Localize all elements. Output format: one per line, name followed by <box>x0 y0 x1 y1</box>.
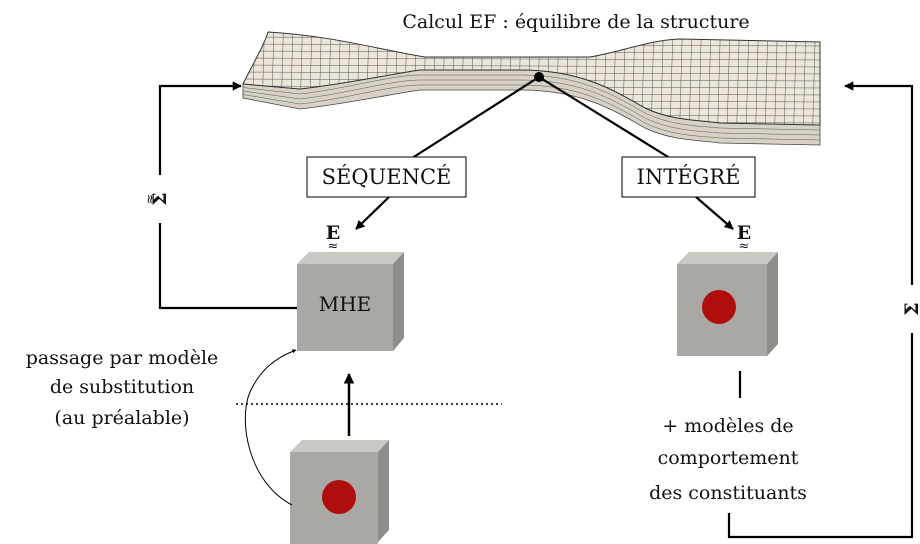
substitution-note-line3: (au préalable) <box>54 407 189 429</box>
mesh-line <box>726 32 731 125</box>
stress-symbol-left: Σ ≈ <box>143 192 171 205</box>
heterogeneous-cube-right-icon <box>677 252 778 356</box>
mesh-line <box>745 32 750 125</box>
arrow-left-down <box>355 196 390 230</box>
mesh-line <box>717 32 721 125</box>
svg-text:≈: ≈ <box>739 239 750 254</box>
mesh-line <box>707 32 712 125</box>
homogeneous-cube-icon: MHE <box>297 252 404 351</box>
substitution-note-line1: passage par modèle <box>26 347 219 369</box>
substitution-curve-arrow <box>244 349 297 506</box>
constituents-note-line1: + modèles de <box>662 415 793 437</box>
mesh-line <box>793 32 797 125</box>
svg-text:Σ: Σ <box>901 302 920 315</box>
svg-text:E: E <box>326 222 340 244</box>
constituents-note-line2: comportement <box>658 447 799 469</box>
specimen-mesh-icon <box>233 25 821 146</box>
svg-text:Σ: Σ <box>149 192 171 205</box>
specimen-top-face <box>242 31 821 126</box>
homogeneous-cube-label: MHE <box>319 292 372 316</box>
mesh-layer-line <box>242 79 821 136</box>
inclusion-icon <box>322 480 356 514</box>
mesh-line <box>698 32 702 125</box>
mesh-line <box>774 32 778 125</box>
mesh-line <box>233 25 236 135</box>
mesh-line <box>812 32 816 125</box>
sequence-label-box: SÉQUENCÉ <box>306 156 467 198</box>
branch-line-right <box>538 76 674 161</box>
integrated-label: INTÉGRÉ <box>637 165 741 189</box>
stress-symbol-right: Σ <box>901 302 920 315</box>
mesh-line <box>783 32 788 125</box>
diagram-title: Calcul EF : équilibre de la structure <box>402 11 749 33</box>
mesh-line <box>243 64 820 68</box>
mesh-line <box>688 32 693 125</box>
mesh-line <box>679 32 683 125</box>
mesh-layer-line <box>242 84 821 141</box>
substitution-note: passage par modèle de substitution (au p… <box>26 347 219 429</box>
arrow-right-down <box>695 196 734 230</box>
feedback-line-left <box>158 81 297 310</box>
svg-text:E: E <box>737 222 751 244</box>
strain-symbol-right: E ≈ <box>737 222 751 254</box>
svg-text:≈: ≈ <box>328 239 339 254</box>
integrated-label-box: INTÉGRÉ <box>621 156 756 198</box>
mesh-line <box>736 32 740 125</box>
heterogeneous-cube-bottom-icon <box>290 440 389 544</box>
constituents-note: + modèles de comportement des constituan… <box>649 415 807 504</box>
mesh-line <box>243 57 820 61</box>
sequence-label: SÉQUENCÉ <box>322 165 452 189</box>
svg-text:≈: ≈ <box>143 194 158 205</box>
branch-line-left <box>408 76 540 161</box>
substitution-note-line2: de substitution <box>50 376 194 398</box>
strain-symbol-left: E ≈ <box>326 222 340 254</box>
inclusion-icon <box>702 290 736 324</box>
constituents-note-line3: des constituants <box>649 482 807 504</box>
mesh-layer-line <box>242 74 821 131</box>
mesh-line <box>764 32 769 125</box>
mesh-line <box>755 32 759 125</box>
feedback-line-right <box>727 81 914 539</box>
mesh-line <box>802 32 807 125</box>
